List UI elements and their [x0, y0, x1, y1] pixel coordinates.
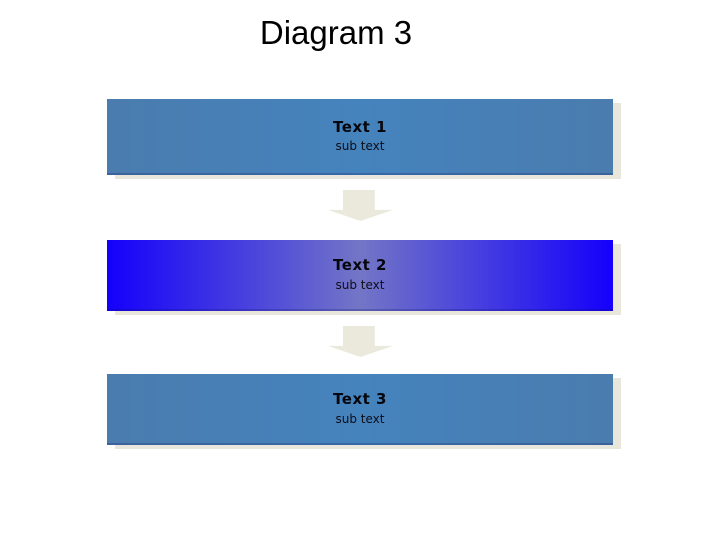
- step-3-label: Text 3: [333, 390, 387, 409]
- step-3-subtext: sub text: [335, 411, 385, 426]
- step-box-1: Text 1 sub text: [107, 99, 613, 175]
- down-arrow-icon: [328, 326, 393, 357]
- step-box-3: Text 3 sub text: [107, 374, 613, 445]
- step-2-subtext: sub text: [335, 277, 385, 292]
- slide-title: Diagram 3: [259, 14, 413, 51]
- step-1-subtext: sub text: [335, 139, 385, 154]
- down-arrow-icon: [328, 190, 393, 221]
- step-2-label: Text 2: [333, 256, 387, 275]
- step-box-2: Text 2 sub text: [107, 240, 613, 311]
- step-1-label: Text 1: [333, 117, 387, 136]
